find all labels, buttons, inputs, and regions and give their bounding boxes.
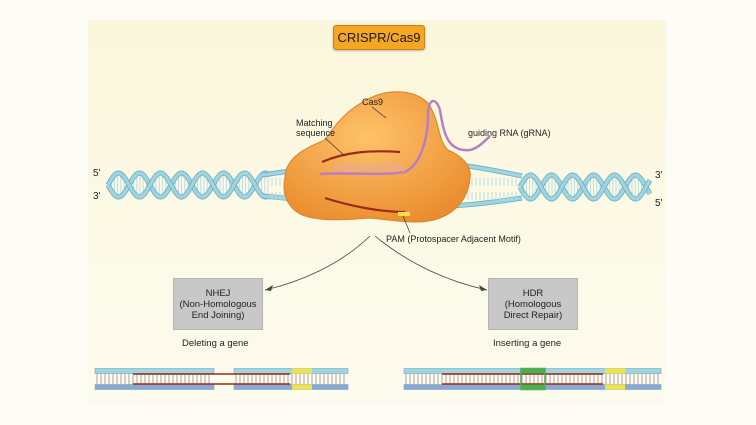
strand-bottom [106, 171, 269, 199]
nhej-line2: (Non-Homologous [179, 298, 257, 310]
hdr-caption: Inserting a gene [493, 338, 562, 349]
inserted-gene-top [521, 368, 545, 374]
pam-marker [605, 384, 625, 390]
cas9-body [283, 91, 471, 223]
nhej-box: NHEJ (Non-Homologous End Joining) [173, 278, 263, 330]
pathway-arrows [264, 235, 488, 291]
dna-strand-segment [94, 368, 215, 374]
dna-strand-segment [94, 384, 215, 390]
nhej-caption: Deleting a gene [182, 338, 249, 349]
arrow-to-nhej [264, 235, 371, 291]
cas9-leader [371, 106, 387, 119]
matching-sequence-label-line1: Matching [296, 118, 333, 128]
matching-sequence-label-line2: sequence [296, 128, 336, 138]
pam-site [398, 212, 410, 216]
repaired-dna-insertion [403, 367, 662, 391]
pam-marker [605, 368, 625, 374]
dna-helix-right [517, 172, 653, 202]
guide-rna-label: guiding RNA (gRNA) [468, 128, 551, 138]
inserted-gene-bottom [521, 384, 545, 390]
cas9-protein [283, 91, 491, 234]
dna-strand-segment [233, 384, 349, 390]
arrow-to-hdr [374, 235, 488, 291]
matching-target-strand [321, 150, 401, 164]
strand-end-top-left: 5' [93, 168, 101, 179]
cas9-label: Cas9 [362, 97, 384, 107]
pam-marker [292, 384, 312, 390]
pam-label: PAM (Protospacer Adjacent Motif) [386, 234, 521, 244]
strand-bottom [518, 173, 652, 201]
nhej-line3: End Joining) [191, 309, 245, 321]
hdr-box: HDR (Homologous Direct Repair) [488, 278, 578, 330]
hdr-title: HDR [522, 287, 544, 299]
hdr-line3: Direct Repair) [503, 309, 563, 321]
repaired-dna-deletion [94, 368, 349, 390]
hdr-line2: (Homologous [504, 298, 562, 310]
strand-end-top-right: 3' [655, 170, 663, 181]
strand-top [106, 171, 269, 199]
arrowhead-hdr [479, 285, 487, 291]
nhej-title: NHEJ [205, 287, 231, 299]
title-badge: CRISPR/Cas9 [333, 25, 425, 50]
pam-marker [292, 368, 312, 374]
pam-leader [402, 215, 411, 234]
dna-strand-segment [233, 368, 349, 374]
strand-end-bottom-left: 3' [93, 191, 101, 202]
non-target-strand [324, 196, 406, 214]
guide-rna-strand [319, 99, 491, 176]
arrowhead-nhej [265, 285, 273, 291]
dna-helix-left [105, 170, 270, 200]
matching-leader [324, 137, 346, 157]
strand-end-bottom-right: 5' [655, 198, 663, 209]
